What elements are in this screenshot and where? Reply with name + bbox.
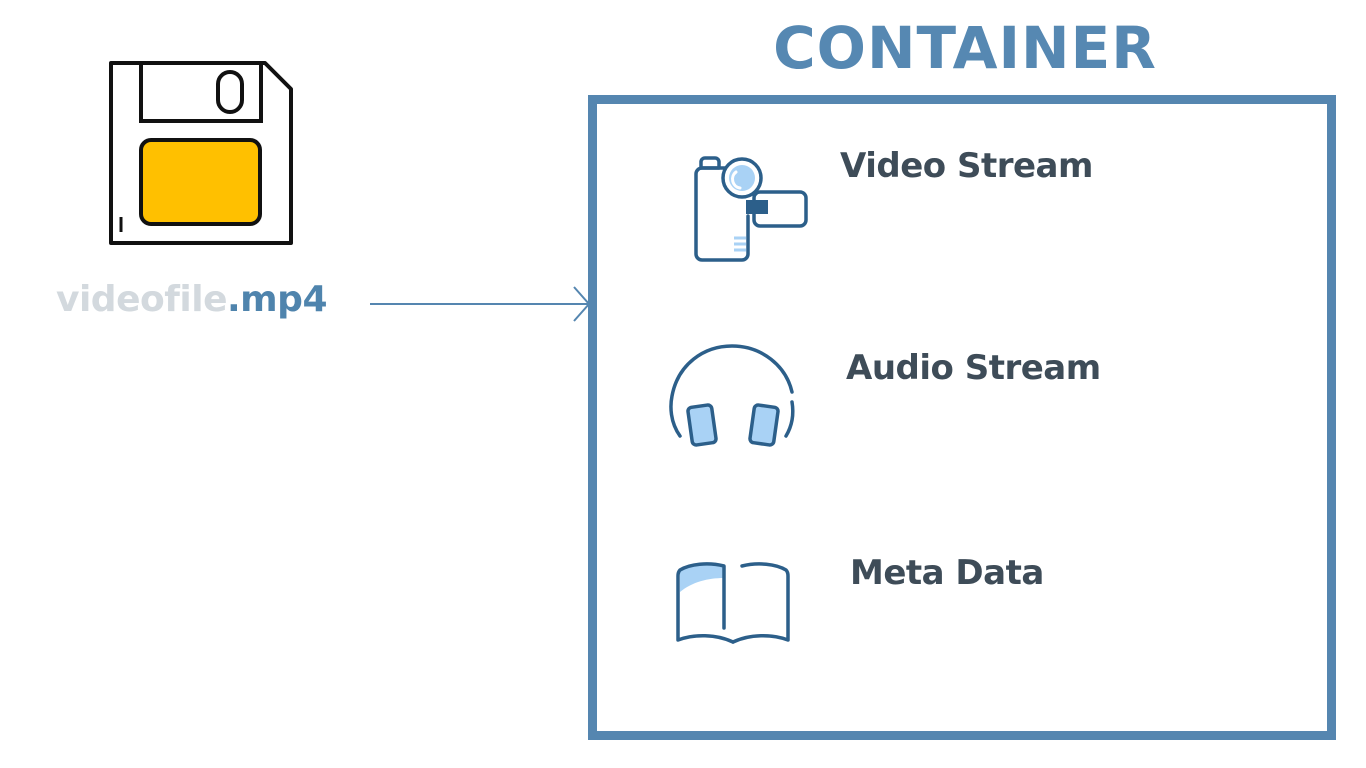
floppy-shutter-slot [216,70,244,114]
floppy-disk-icon [109,61,293,245]
container-title: CONTAINER [773,14,1157,82]
floppy-label [139,138,262,226]
file-name-stem: videofile [56,279,227,320]
audio-stream-label: Audio Stream [846,348,1101,388]
headphones-icon [669,344,795,447]
file-name-extension: .mp4 [226,279,328,320]
video-stream-label: Video Stream [840,146,1093,186]
file-name: videofile.mp4 [56,278,328,322]
video-camera-icon [694,156,808,262]
meta-data-label: Meta Data [850,553,1044,593]
arrow-right-icon [370,286,591,322]
container-box [588,95,1336,740]
open-book-icon [676,562,790,644]
